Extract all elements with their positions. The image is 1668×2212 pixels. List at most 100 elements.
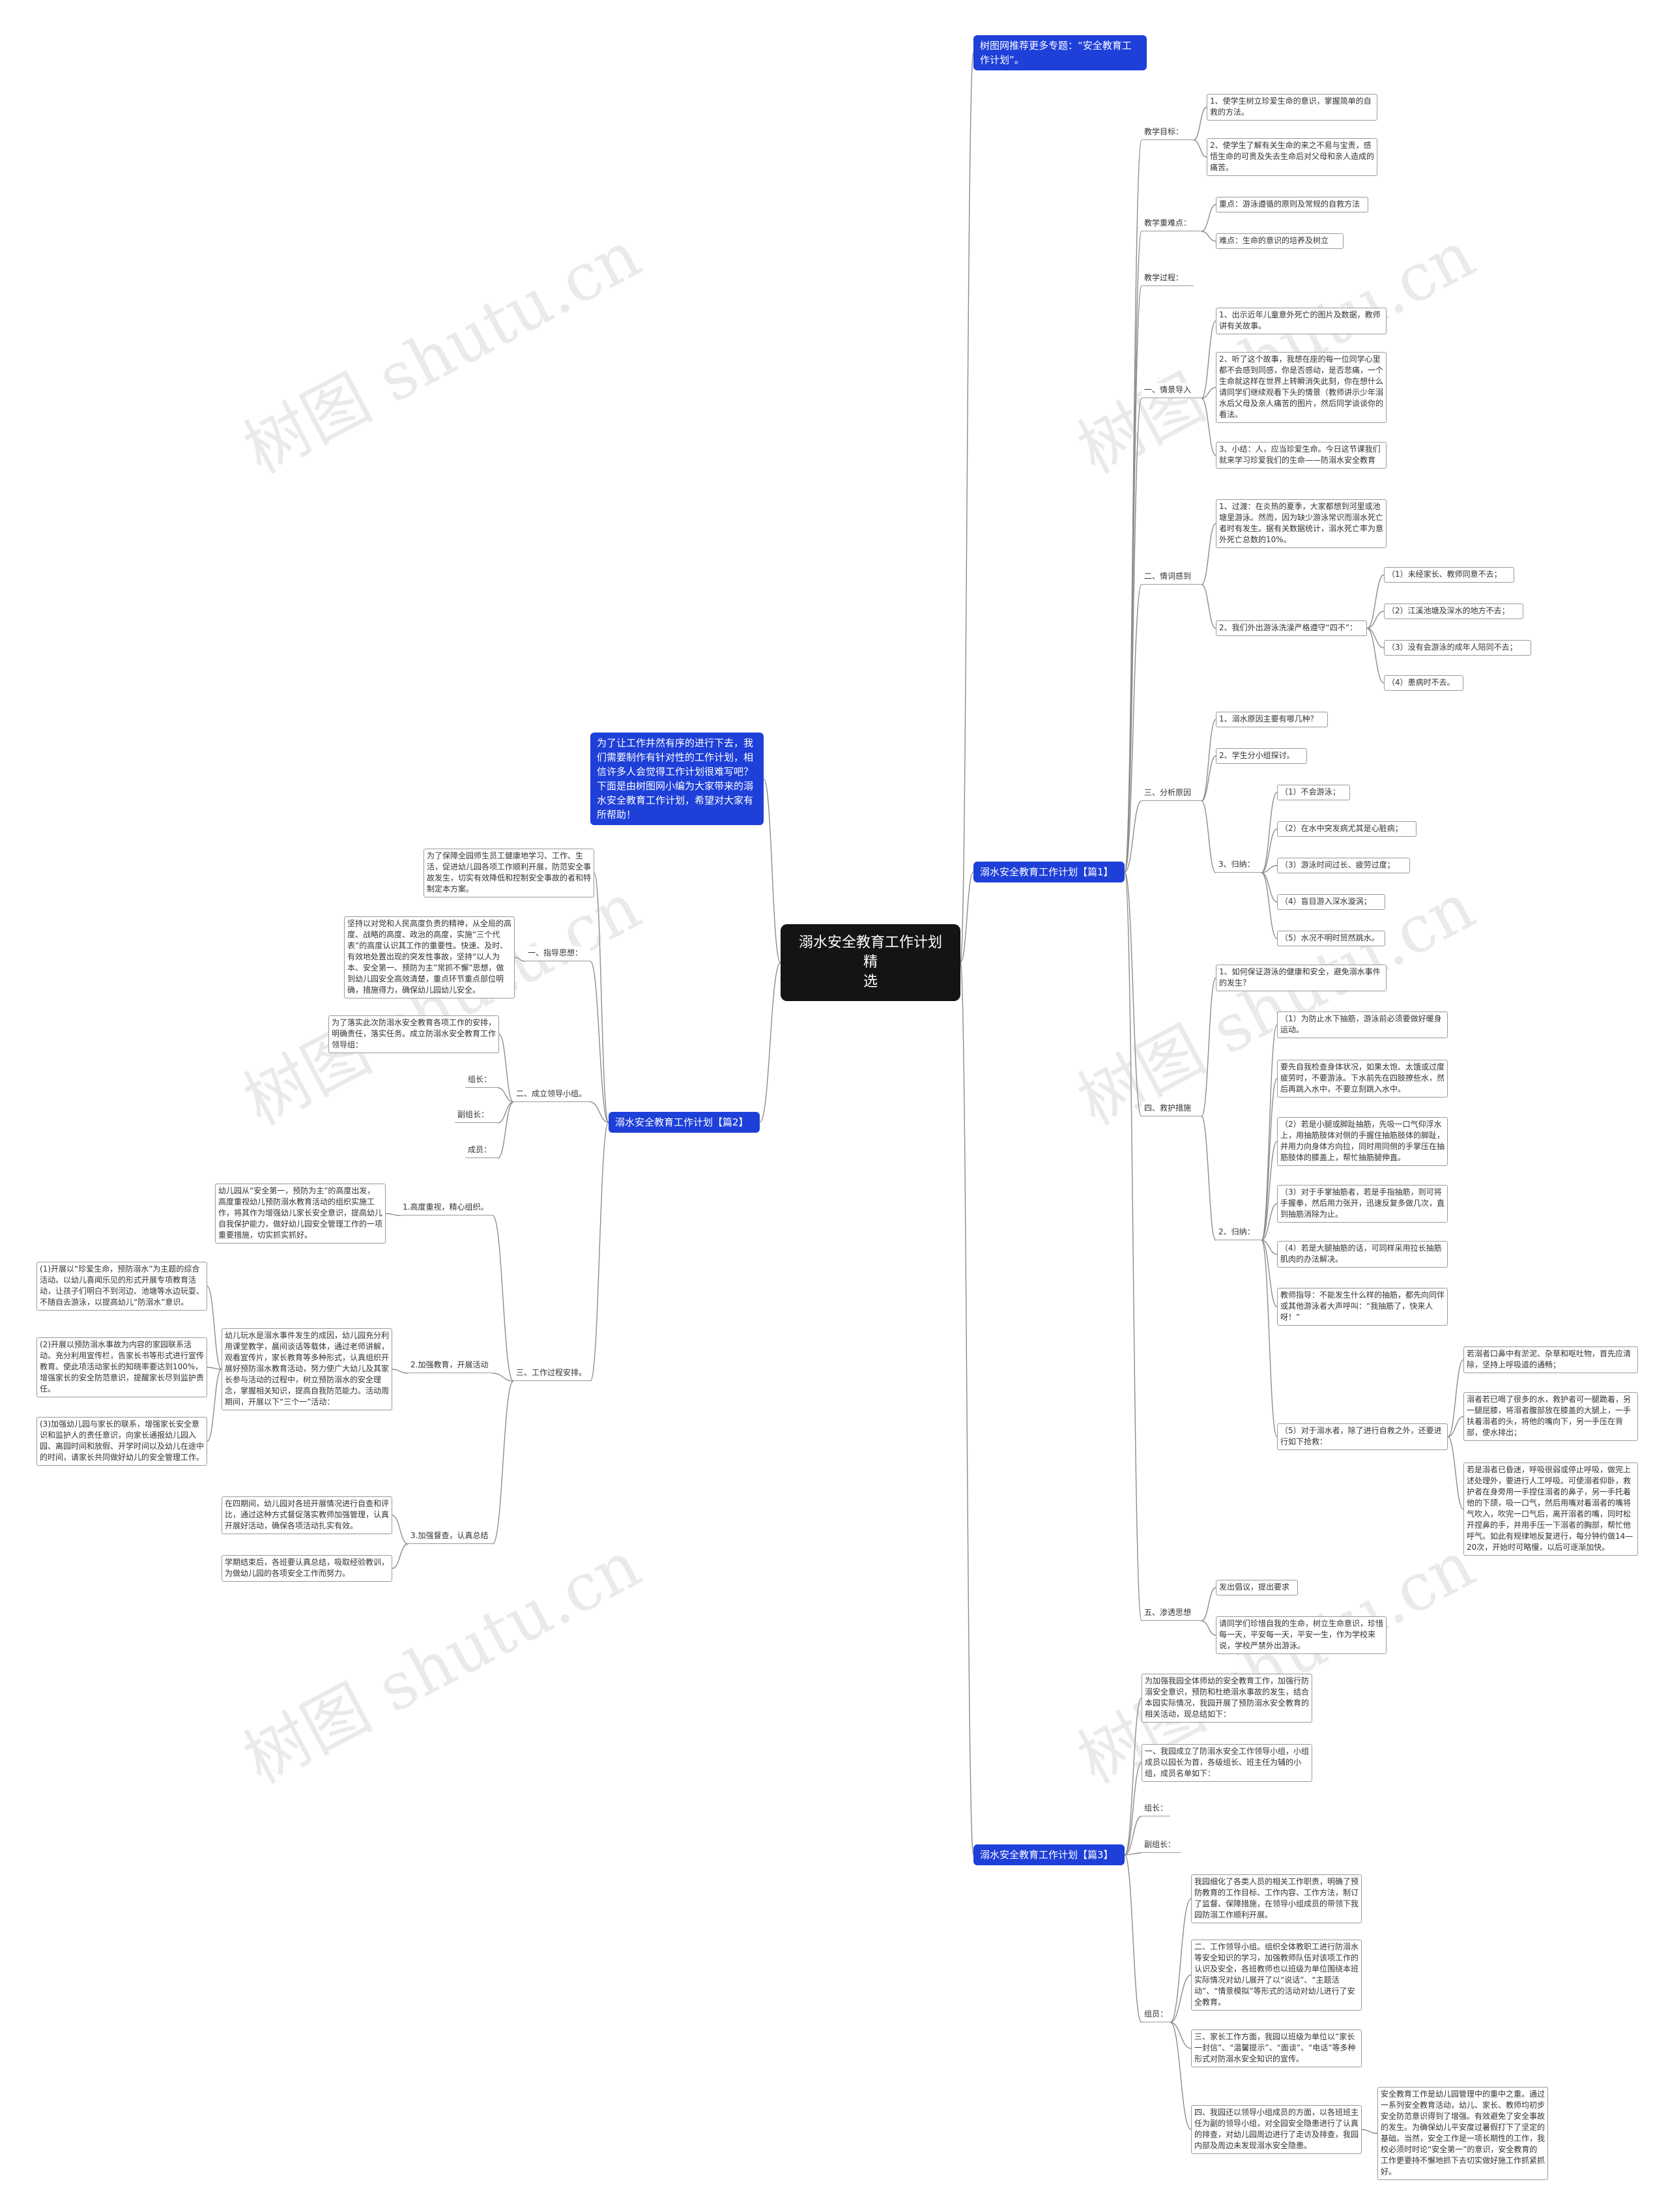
node-a5b1[interactable]: （1）未经家长、教师同意不去；	[1384, 567, 1514, 583]
node-a4[interactable]: 一、情景导入	[1142, 383, 1201, 398]
node-a6c2[interactable]: （2）在水中突发病尤其是心脏病；	[1277, 821, 1416, 837]
node-b0[interactable]: 为了保障全园师生员工健康地学习、工作、生活，促进幼儿园各项工作顺利开展，防范安全…	[424, 849, 594, 897]
link-root-p1	[960, 871, 974, 963]
link-c4-c4c	[1170, 2022, 1192, 2049]
node-a5b[interactable]: 2、我们外出游泳洗澡严格遵守“四不”：	[1216, 620, 1367, 636]
node-a7b7a[interactable]: 若溺者口鼻中有淤泥、杂草和呕吐物，首先应清除，坚持上呼吸道的通畅；	[1463, 1346, 1638, 1373]
root-topic[interactable]: 溺水安全教育工作计划精 选	[781, 924, 960, 1001]
node-a4b[interactable]: 2、听了这个故事，我想在座的每一位同学心里都不会感到同感，你是否感动，是否悲痛，…	[1216, 352, 1387, 423]
link-a4-a4b	[1201, 386, 1216, 399]
node-a4a[interactable]: 1、出示近年儿童意外死亡的图片及数据，教师讲有关故事。	[1216, 308, 1387, 334]
intro-box[interactable]: 为了让工作井然有序的进行下去，我们需要制作有针对性的工作计划，相信许多人会觉得工…	[590, 733, 764, 825]
node-b3b0[interactable]: 幼儿玩水是溺水事件发生的成因，幼儿园充分利用课堂教学，晨间谈话等载体，通过老师讲…	[222, 1328, 392, 1410]
node-a7b7b[interactable]: 溺者若已喝了很多的水，救护者可一腿跪着，另一腿屈膝，将溺者腹部放在膝盖的大腿上，…	[1463, 1392, 1638, 1441]
node-a5a[interactable]: 1、过渡：在炎热的夏季，大家都想到河里或池塘里游泳。然而，因为缺少游泳常识而溺水…	[1216, 499, 1387, 548]
node-a4c[interactable]: 3、小结：人，应当珍爱生命。今日这节课我们就来学习珍爱我们的生命——防溺水安全教…	[1216, 442, 1387, 469]
link-a5-a5b	[1201, 584, 1216, 629]
node-a2b[interactable]: 难点：生命的意识的培养及树立	[1216, 233, 1344, 249]
node-c4d[interactable]: 四、我园还以领导小组成员的方面，以各班班主任为副的领导小组，对全园安全隐患进行了…	[1191, 2105, 1362, 2154]
link-a4-a4c	[1201, 398, 1216, 456]
node-c4b[interactable]: 二、工作领导小组。组织全体教职工进行防溺水等安全知识的学习，加强教师队伍对该项工…	[1191, 1940, 1362, 2011]
link-a5b-a5b2	[1366, 611, 1385, 629]
link-a1-a1b	[1193, 139, 1207, 158]
node-b2b[interactable]: 组长：	[465, 1073, 498, 1088]
node-b3c2[interactable]: 学期结束后，各班要认真总结，吸取经验教训，为做幼儿园的各项安全工作而努力。	[222, 1555, 392, 1582]
node-a6a[interactable]: 1、溺水原因主要有哪几种？	[1216, 712, 1328, 727]
node-c4[interactable]: 组员：	[1142, 2007, 1170, 2022]
node-a7b7c[interactable]: 若是溺者已昏迷，呼吸很弱或停止呼吸，做完上述处理外，要进行人工呼吸。可使溺者仰卧…	[1463, 1463, 1638, 1556]
node-a2a[interactable]: 重点：游泳遵循的原则及常规的自救方法	[1216, 197, 1368, 212]
node-a8[interactable]: 五、渗透思想	[1142, 1606, 1201, 1621]
node-a6c1[interactable]: （1）不会游泳；	[1277, 785, 1350, 800]
node-a5b2[interactable]: （2）江溪池塘及深水的地方不去；	[1384, 604, 1523, 619]
link-a6c-a6c1	[1261, 792, 1278, 873]
node-a7b6[interactable]: 教师指导：不能发生什么样的抽筋，都先向同伴或其他游泳者大声呼叫：“我抽筋了，快来…	[1277, 1288, 1448, 1326]
node-p3[interactable]: 溺水安全教育工作计划【篇3】	[973, 1844, 1125, 1865]
node-b3[interactable]: 三、工作过程安排。	[513, 1366, 590, 1381]
node-c1[interactable]: 一、我园成立了防溺水安全工作领导小组，小组成员以园长为首，各级组长、班主任为辅的…	[1142, 1744, 1312, 1782]
node-b3b[interactable]: 2.加强教育，开展活动	[408, 1358, 493, 1373]
node-b2[interactable]: 二、成立领导小组。	[513, 1087, 590, 1102]
link-root-top_notice	[960, 52, 974, 963]
link-b2-b2c	[497, 1101, 514, 1124]
link-b3c-b3c1	[392, 1515, 409, 1545]
node-a5b4[interactable]: （4）患病时不去。	[1384, 675, 1463, 691]
top-notice[interactable]: 树图网推荐更多专题：“安全教育工作计划”。	[973, 35, 1147, 70]
node-c3[interactable]: 副组长：	[1142, 1838, 1181, 1853]
link-a7b7-a7b7b	[1447, 1416, 1464, 1438]
link-c4-c4a	[1170, 1898, 1192, 2023]
node-c0[interactable]: 为加强我园全体师幼的安全教育工作，加强行防溺安全意识，预防和杜绝溺水事故的发生，…	[1142, 1674, 1312, 1723]
node-a7[interactable]: 四、救护措施	[1142, 1101, 1201, 1116]
link-a6c-a6c5	[1261, 872, 1278, 939]
node-p2[interactable]: 溺水安全教育工作计划【篇2】	[609, 1112, 760, 1133]
node-b2c[interactable]: 副组长：	[455, 1108, 498, 1123]
node-a7b4[interactable]: （3）对于手掌抽筋者，若是手指抽筋，则可将手握拳，然后用力张开，迅速反复多做几次…	[1277, 1185, 1448, 1223]
node-a3[interactable]: 教学过程：	[1142, 271, 1194, 286]
node-b3b1[interactable]: (1)开展以“珍爱生命，预防溺水”为主题的综合活动。以幼儿喜闻乐见的形式开展专项…	[36, 1262, 207, 1311]
node-a1b[interactable]: 2、使学生了解有关生命的来之不易与宝贵，感悟生命的可贵及失去生命后对父母和亲人造…	[1207, 138, 1377, 176]
node-p1[interactable]: 溺水安全教育工作计划【篇1】	[973, 862, 1125, 882]
node-a5[interactable]: 二、情词感到	[1142, 570, 1201, 585]
link-a6-a6b	[1201, 755, 1216, 802]
node-b3a1[interactable]: 幼儿园从“安全第一，预防为主”的高度出发，高度重视幼儿预防溺水教育活动的组织实施…	[215, 1184, 386, 1244]
node-a6c5[interactable]: （5）水况不明时贸然跳水。	[1277, 931, 1385, 946]
node-b2a[interactable]: 为了落实此次防溺水安全教育各项工作的安排，明确责任，落实任务。成立防溺水安全教育…	[328, 1015, 499, 1053]
link-p2-b1	[590, 961, 609, 1123]
node-b1[interactable]: 一、指导思想：	[525, 946, 590, 961]
node-a6c[interactable]: 3、归纳：	[1216, 858, 1261, 873]
node-a8b[interactable]: 请同学们珍惜自我的生命，树立生命意识，珍惜每一天，平安每一天，平安一生，作为学校…	[1216, 1616, 1387, 1654]
node-b3b2[interactable]: (2)开展以预防溺水事故为内容的家园联系活动。充分利用宣传栏，告家长书等形式进行…	[36, 1337, 207, 1397]
node-a8a[interactable]: 发出倡议，提出要求	[1216, 1580, 1298, 1595]
link-p2-b0	[594, 872, 609, 1123]
link-a7-a7b	[1201, 1116, 1216, 1241]
node-c4c[interactable]: 三、家长工作方面，我园以班级为单位以“家长一封信”、“温馨提示”、“面谈”、“电…	[1191, 2030, 1362, 2067]
node-a7a[interactable]: 1、如何保证游泳的健康和安全，避免溺水事件的发生？	[1216, 965, 1387, 991]
node-a6c4[interactable]: （4）盲目游入深水漩涡；	[1277, 894, 1385, 910]
node-c4a[interactable]: 我园细化了各类人员的相关工作职责，明确了预防教育的工作目标、工作内容、工作方法，…	[1191, 1874, 1362, 1923]
node-a7b[interactable]: 2、归纳：	[1216, 1225, 1261, 1240]
node-a6b[interactable]: 2、学生分小组探讨。	[1216, 748, 1307, 764]
node-b1a[interactable]: 坚持以对党和人民高度负责的精神，从全局的高度、战略的高度、政治的高度，实施“三个…	[344, 916, 515, 998]
node-a6c3[interactable]: （3）游泳时间过长、疲劳过度；	[1277, 858, 1410, 873]
node-a7b5[interactable]: （4）若是大腿抽筋的话，可同样采用拉长抽筋肌肉的办法解决。	[1277, 1241, 1448, 1268]
link-a7b-a7b6	[1261, 1240, 1278, 1307]
node-c4d1[interactable]: 安全教育工作是幼儿园管理中的重中之重。通过一系列安全教育活动，幼儿、家长、教师均…	[1377, 2087, 1548, 2180]
node-a7b7[interactable]: （5）对于溺水者，除了进行自救之外，还要进行如下抢救：	[1277, 1423, 1448, 1450]
node-a7b2[interactable]: 要先自我检查身体状况，如果太饱、太饿或过度疲劳时，不要游泳。下水前先在四肢撩些水…	[1277, 1060, 1448, 1098]
node-a6[interactable]: 三、分析原因	[1142, 786, 1201, 801]
node-a1[interactable]: 教学目标：	[1142, 125, 1194, 140]
node-a1a[interactable]: 1、使学生树立珍爱生命的意识，掌握简单的自救的方法。	[1207, 94, 1377, 121]
node-a2[interactable]: 教学重难点：	[1142, 216, 1201, 231]
node-c2[interactable]: 组长：	[1142, 1801, 1170, 1816]
node-a7b3[interactable]: （2）若是小腿或脚趾抽筋，先吸一口气仰浮水上，用抽筋肢体对侧的手握住抽筋肢体的脚…	[1277, 1117, 1448, 1166]
node-a5b3[interactable]: （3）没有会游泳的成年人陪同不去；	[1384, 640, 1531, 656]
link-a7b-a7b3	[1261, 1141, 1278, 1241]
node-a7b1[interactable]: （1）为防止水下抽筋，游泳前必须要做好暖身运动。	[1277, 1011, 1448, 1038]
node-b3b3[interactable]: (3)加强幼儿园与家长的联系，增强家长安全意识和监护人的责任意识，向家长通报幼儿…	[36, 1417, 207, 1466]
node-b3c[interactable]: 3.加强督查，认真总结	[408, 1529, 493, 1544]
node-b3a[interactable]: 1.高度重视，精心组织。	[400, 1201, 493, 1215]
node-b2d[interactable]: 成员：	[465, 1143, 498, 1158]
link-a2-a2a	[1201, 204, 1216, 232]
link-a7b-a7b2	[1261, 1078, 1278, 1241]
node-b3c1[interactable]: 在四期间，幼儿园对各班开展情况进行自查和评比，通过这种方式督促落实教师加强管理，…	[222, 1496, 392, 1534]
